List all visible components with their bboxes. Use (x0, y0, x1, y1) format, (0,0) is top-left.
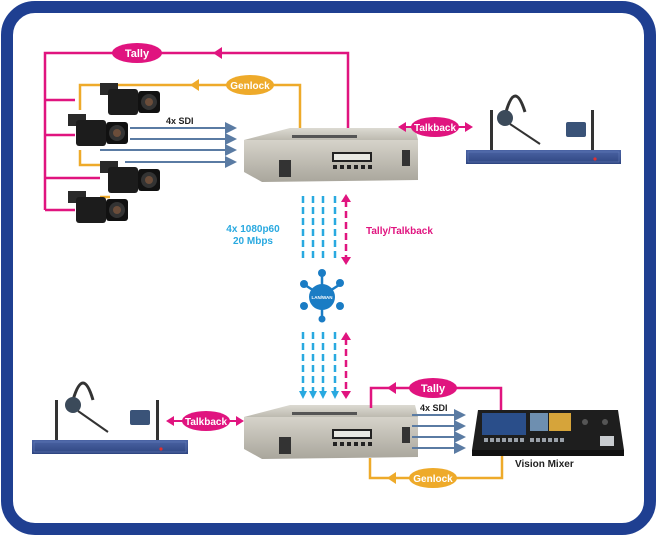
stream-lines-top (301, 196, 337, 262)
top-sdi-label: 4x SDI (166, 116, 194, 126)
top-tally-label: Tally (125, 48, 150, 60)
network-hub-icon (300, 269, 344, 323)
tally-talkback-arrow-up-bottom (341, 332, 351, 340)
top-intercom-device (466, 94, 621, 164)
top-tally-arrow (213, 47, 222, 59)
tally-talkback-label: Tally/Talkback (366, 226, 433, 237)
top-tally-line (43, 51, 350, 212)
bottom-genlock-arrow (387, 472, 396, 484)
bottom-tally-label: Tally (421, 383, 446, 395)
camera-icon (68, 191, 128, 223)
top-genlock-pill (226, 75, 274, 95)
bottom-sdi-label: 4x SDI (420, 403, 448, 413)
bottom-decoder-device (244, 405, 418, 459)
camera-icon (68, 114, 128, 146)
top-genlock-arrow (190, 79, 199, 91)
bottom-sdi-lines (412, 409, 466, 454)
stream-lines-bottom (301, 332, 337, 392)
tally-talkback-arrow-down (341, 257, 351, 265)
top-genlock-label: Genlock (230, 81, 270, 92)
bottom-tally-arrow (387, 382, 396, 394)
top-talkback-label: Talkback (414, 123, 456, 134)
bottom-genlock-label: Genlock (413, 474, 453, 485)
bottom-intercom-device (32, 381, 188, 454)
stream-arrows-bottom (299, 391, 339, 399)
top-tally-pill (112, 43, 162, 63)
tally-talkback-arrow-down-bottom (341, 391, 351, 399)
bottom-genlock-pill (409, 468, 457, 488)
hub-label: LAN/WAN (312, 295, 333, 300)
bottom-tally-pill (409, 378, 457, 398)
camera-group (68, 83, 160, 223)
top-sdi-lines (100, 122, 237, 168)
vision-mixer-label: Vision Mixer (515, 459, 574, 470)
camera-icon (100, 161, 160, 193)
tally-talkback-arrow-up (341, 194, 351, 202)
camera-icon (100, 83, 160, 115)
top-talkback-connector (398, 117, 473, 137)
bottom-talkback-label: Talkback (185, 417, 227, 428)
bottom-talkback-connector (166, 411, 244, 431)
stream-spec-line2: 20 Mbps (233, 236, 273, 247)
stream-spec-line1: 4x 1080p60 (226, 224, 280, 235)
top-encoder-device (244, 128, 418, 182)
vision-mixer-device (472, 410, 624, 456)
